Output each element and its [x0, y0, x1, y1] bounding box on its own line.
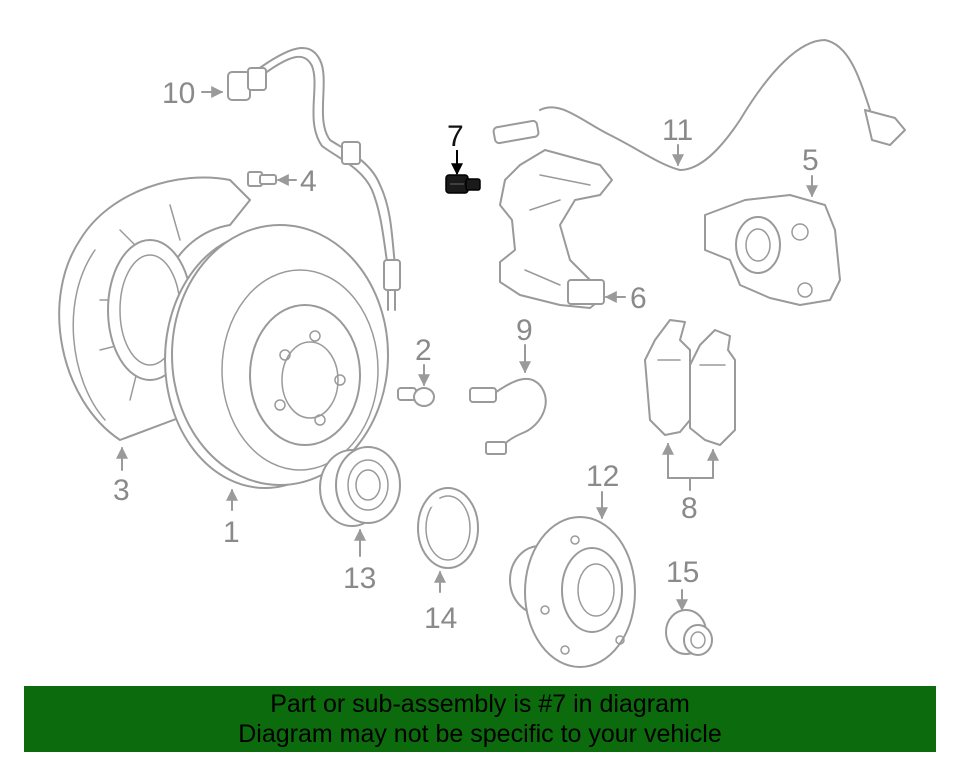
callout-labels: 10 4 7 11 5 6 2 9 8 3 1 13 14 12 15 — [113, 77, 819, 635]
callout-4: 4 — [300, 165, 317, 198]
parts-diagram: 10 4 7 11 5 6 2 9 8 3 1 13 14 12 15 — [58, 38, 906, 668]
brake-hose-part-10 — [227, 47, 401, 311]
callout-9: 9 — [516, 314, 533, 347]
callout-11: 11 — [662, 114, 693, 147]
snap-ring-part-14 — [417, 487, 479, 569]
brake-pads-part-8 — [644, 319, 736, 446]
callout-13: 13 — [343, 562, 376, 595]
banner-line-2: Diagram may not be specific to your vehi… — [238, 720, 722, 748]
info-banner: Part or sub-assembly is #7 in diagram Di… — [24, 686, 936, 752]
bolt-part-2 — [397, 387, 435, 407]
brake-caliper-part-5 — [704, 194, 841, 306]
bolt-part-4 — [247, 171, 277, 187]
axle-nut-part-15 — [665, 609, 713, 656]
callout-15: 15 — [666, 556, 699, 589]
highlighted-bolt-part-7 — [445, 174, 481, 194]
leader-lines — [116, 86, 818, 612]
callout-6: 6 — [630, 282, 647, 315]
wear-sensor-part-9 — [469, 377, 547, 455]
wheel-hub-part-12 — [509, 516, 636, 668]
callout-8: 8 — [681, 492, 698, 525]
callout-5: 5 — [802, 144, 819, 177]
callout-10: 10 — [162, 77, 195, 110]
callout-14: 14 — [424, 602, 457, 635]
callout-2: 2 — [415, 334, 432, 367]
callout-3: 3 — [113, 474, 130, 507]
wheel-bearing-part-13 — [319, 446, 401, 527]
caliper-carrier-part-6 — [499, 149, 613, 309]
brake-rotor-part-1 — [164, 224, 389, 489]
callout-12: 12 — [586, 460, 619, 493]
callout-1: 1 — [223, 516, 240, 549]
callout-7: 7 — [447, 120, 464, 153]
wear-sensor-lead-part-11 — [492, 38, 906, 172]
banner-line-1: Part or sub-assembly is #7 in diagram — [270, 690, 690, 718]
